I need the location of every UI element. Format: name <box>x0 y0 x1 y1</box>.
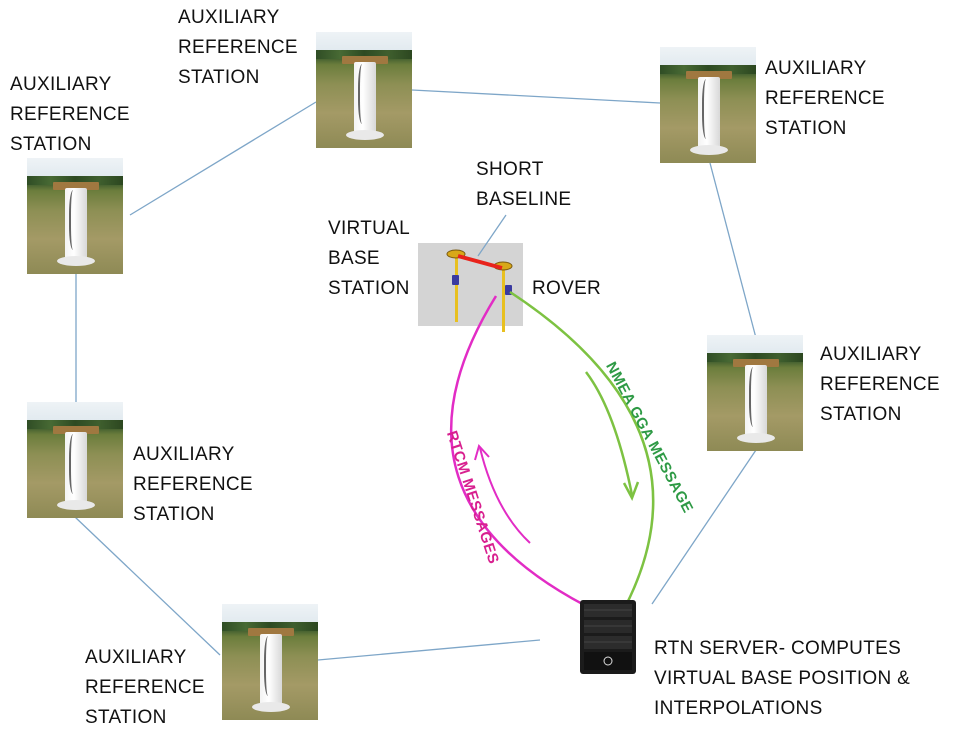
station-label: AUXILIARY REFERENCE STATION <box>765 58 885 139</box>
short-baseline-label: SHORT BASELINE <box>476 159 572 210</box>
station-label: AUXILIARY REFERENCE STATION <box>10 74 130 155</box>
station-label: AUXILIARY REFERENCE STATION <box>133 444 253 525</box>
link-line <box>317 639 541 661</box>
rtcm-curve <box>450 295 599 614</box>
rtcm-arrow <box>479 447 531 544</box>
virtual-antenna-icon <box>446 249 466 322</box>
station-label: AUXILIARY REFERENCE STATION <box>178 7 298 88</box>
station-photo <box>27 158 123 274</box>
station-photo <box>660 47 756 163</box>
nmea-arrowhead <box>622 481 640 502</box>
nmea-arrow <box>585 371 634 496</box>
link-line <box>411 89 661 104</box>
short-baseline-pointer <box>477 214 507 257</box>
station-photo <box>707 335 803 451</box>
server-icon <box>580 600 636 674</box>
nmea-curve <box>509 290 655 614</box>
virtual-base-station-label: VIRTUAL BASE STATION <box>328 218 410 299</box>
short-baseline-line <box>457 254 503 270</box>
link-line <box>74 516 221 656</box>
rtcm-arrowhead <box>474 443 490 461</box>
virtual-base-rover-illustration <box>418 243 523 326</box>
link-line <box>709 162 757 339</box>
station-photo <box>27 402 123 518</box>
station-label: AUXILIARY REFERENCE STATION <box>820 344 940 425</box>
station-photo <box>316 32 412 148</box>
station-photo <box>222 604 318 720</box>
link-line <box>651 449 757 605</box>
link-line <box>129 101 317 216</box>
server-label: RTN SERVER- COMPUTES VIRTUAL BASE POSITI… <box>654 638 911 719</box>
station-label: AUXILIARY REFERENCE STATION <box>85 647 205 728</box>
rover-label: ROVER <box>532 278 602 299</box>
